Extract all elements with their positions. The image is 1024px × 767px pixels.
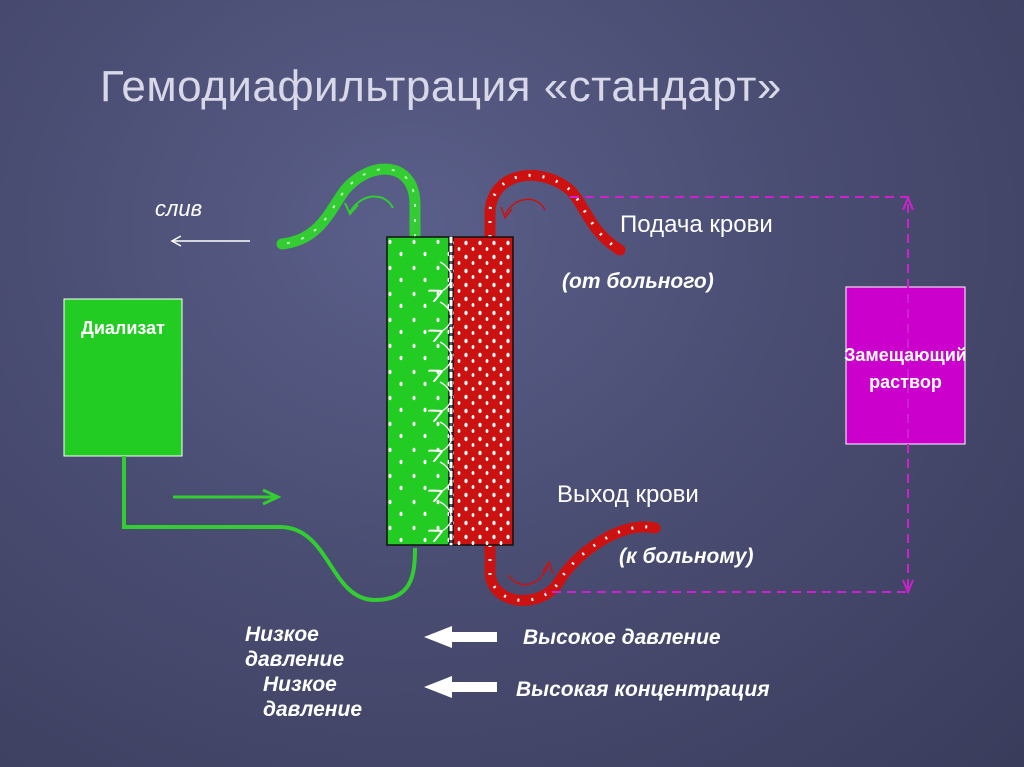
blood-out-sublabel: (к больному): [619, 545, 754, 568]
substitution-label-line2: раствор: [869, 372, 942, 392]
drain-label: слив: [155, 196, 203, 221]
high-concentration-label: Высокая концентрация: [516, 678, 770, 701]
pressure-arrow: [424, 626, 497, 648]
filtration-arrows: [440, 261, 452, 532]
blood-inflow-tube: [484, 169, 626, 256]
blood-outflow-tube: [484, 521, 661, 606]
high-pressure-label: Высокое давление: [523, 626, 721, 649]
drain-tube: [276, 163, 421, 250]
low-pressure-label-1b: давление: [245, 648, 345, 671]
substitution-box: [845, 286, 966, 445]
low-pressure-label-1: Низкое: [245, 623, 319, 646]
low-pressure-label-2b: давление: [263, 698, 363, 721]
blood-out-label: Выход крови: [557, 481, 699, 508]
substitution-label-line1: Замещающий: [844, 345, 967, 365]
dialysate-label: Диализат: [81, 318, 165, 338]
low-pressure-label-2: Низкое: [263, 673, 337, 696]
blood-in-sublabel: (от больного): [562, 270, 714, 293]
substitution-line: [545, 196, 909, 593]
dialysate-supply-line: [122, 456, 417, 603]
blood-in-label: Подача крови: [620, 211, 773, 238]
dialysate-box: [63, 298, 183, 457]
page-title: Гемодиафильтрация «стандарт»: [100, 62, 782, 111]
concentration-arrow: [424, 676, 497, 698]
drain-curve-arrow: [349, 195, 394, 213]
